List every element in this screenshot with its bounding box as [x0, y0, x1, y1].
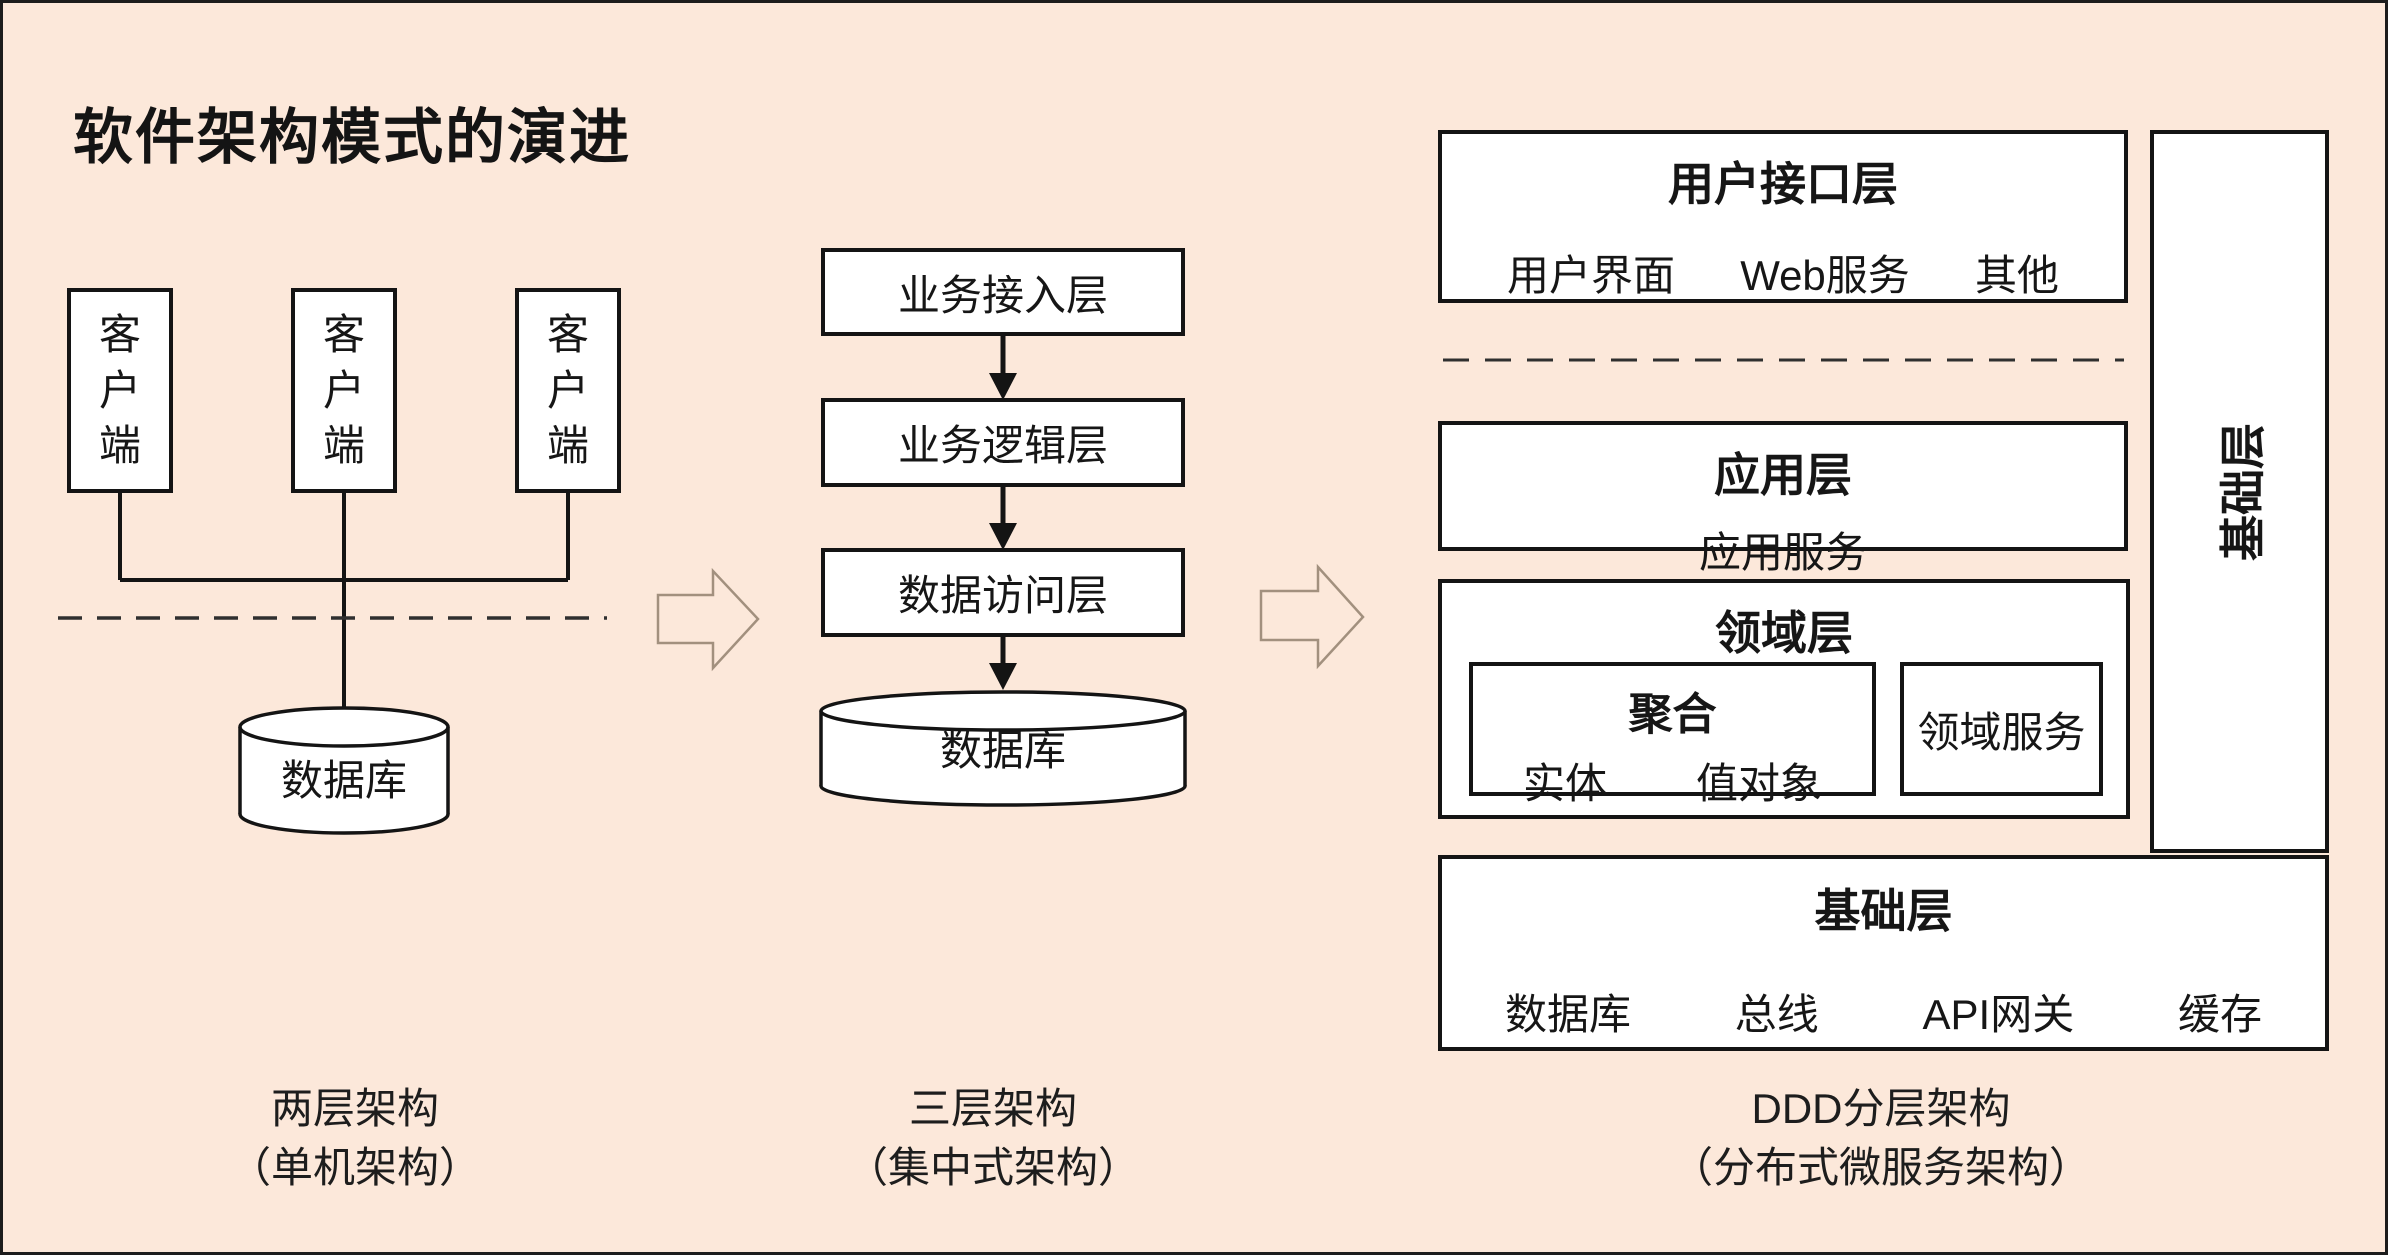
layer-box-data-access: 数据访问层: [821, 548, 1185, 637]
client-label: 客户端: [98, 311, 141, 470]
layer-label: 数据访问层: [897, 572, 1108, 619]
diagram-shapes-layer: [58, 336, 2124, 835]
ui-item: Web服务: [1740, 252, 1910, 299]
domain-layer-title: 领域层: [1715, 607, 1853, 659]
infrastructure-layer-box: 基础层 数据库 总线 API网关 缓存: [1438, 855, 2329, 1051]
aggregate-item: 实体: [1523, 760, 1608, 807]
infrastructure-items: 数据库 总线 API网关 缓存: [1505, 981, 2262, 1042]
infrastructure-item: 总线: [1734, 991, 1819, 1038]
transition-arrow-2: [1259, 563, 1365, 670]
infrastructure-sidebar: 基础层: [2150, 130, 2329, 853]
transition-arrow-1: [656, 567, 760, 672]
application-layer-title: 应用层: [1714, 449, 1852, 501]
ui-layer-title: 用户接口层: [1668, 158, 1898, 210]
infrastructure-layer-title: 基础层: [1814, 885, 1953, 937]
ui-layer-items: 用户界面 Web服务 其他: [1507, 242, 2059, 303]
layer-box-access: 业务接入层: [821, 248, 1185, 336]
caption-line: （分布式微服务架构）: [1670, 1144, 2091, 1191]
client-box-3: 客户端: [515, 288, 621, 493]
aggregate-box: 聚合 实体 值对象: [1469, 662, 1876, 807]
ui-item: 用户界面: [1507, 252, 1676, 299]
layer-label: 业务接入层: [897, 271, 1108, 319]
layer-label: 业务逻辑层: [897, 422, 1108, 469]
middle-database-cylinder: [819, 690, 1187, 807]
ui-item: 其他: [1974, 252, 2059, 299]
page-title: 软件架构模式的演进: [73, 104, 631, 171]
caption-line: 两层架构: [270, 1085, 439, 1132]
ui-layer-box: 用户接口层 用户界面 Web服务 其他: [1438, 130, 2128, 303]
middle-database-label: 数据库: [939, 726, 1066, 774]
caption-line: （集中式架构）: [845, 1144, 1140, 1191]
infrastructure-sidebar-label: 基础层: [2216, 422, 2269, 561]
aggregate-items: 实体 值对象: [1523, 750, 1822, 811]
client-box-2: 客户端: [291, 288, 397, 493]
right-diagram-caption: DDD分层架构 （分布式微服务架构）: [1571, 1079, 2191, 1197]
aggregate-title: 聚合: [1628, 690, 1717, 739]
left-database-cylinder: [238, 706, 450, 835]
application-layer-box: 应用层 应用服务: [1438, 421, 2128, 576]
infrastructure-item: API网关: [1922, 991, 2075, 1038]
left-database-label: 数据库: [280, 756, 407, 804]
middle-diagram-caption: 三层架构 （集中式架构）: [743, 1079, 1243, 1197]
client-label: 客户端: [322, 311, 365, 470]
infrastructure-item: 缓存: [2177, 991, 2262, 1038]
aggregate-item: 值对象: [1695, 760, 1822, 807]
middle-flow-arrows: [989, 336, 1017, 690]
layer-box-logic: 业务逻辑层: [821, 398, 1185, 487]
client-connector-lines: [118, 493, 570, 709]
caption-line: 三层架构: [908, 1085, 1077, 1132]
domain-service-box: 领域服务: [1900, 662, 2103, 796]
caption-line: （单机架构）: [228, 1144, 481, 1191]
caption-line: DDD分层架构: [1751, 1085, 2011, 1132]
client-label: 客户端: [546, 311, 589, 470]
left-diagram-caption: 两层架构 （单机架构）: [105, 1079, 605, 1197]
infrastructure-item: 数据库: [1505, 991, 1632, 1038]
domain-layer-box: 领域层 聚合 实体 值对象 领域服务: [1438, 579, 2130, 819]
application-service-label: 应用服务: [1698, 529, 1867, 576]
client-box-1: 客户端: [67, 288, 173, 493]
domain-service-label: 领域服务: [1917, 708, 2086, 756]
